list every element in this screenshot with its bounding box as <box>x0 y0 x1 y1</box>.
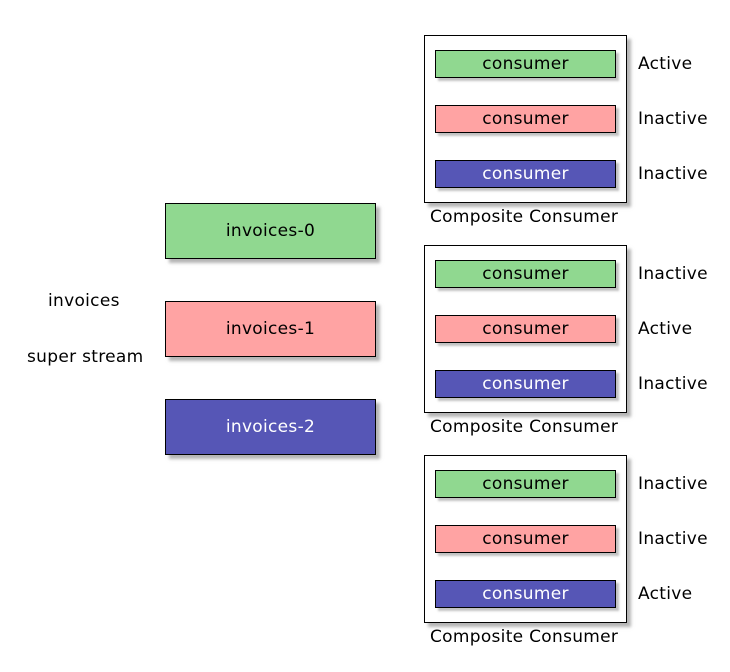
consumer-box: consumer <box>435 580 616 608</box>
consumer-label: consumer <box>482 319 569 339</box>
consumer-label: consumer <box>482 529 569 549</box>
consumer-label: consumer <box>482 474 569 494</box>
consumer-box: consumer <box>435 315 616 343</box>
consumer-status: Inactive <box>638 164 708 184</box>
consumer-status: Active <box>638 54 693 74</box>
partition-label: invoices-1 <box>225 319 316 339</box>
composite-consumer-caption: Composite Consumer <box>430 207 619 227</box>
consumer-status: Inactive <box>638 109 708 129</box>
consumer-status: Inactive <box>638 474 708 494</box>
consumer-status: Active <box>638 584 693 604</box>
partition-label: invoices-0 <box>225 221 316 241</box>
stream-type-label: super stream <box>27 347 144 367</box>
consumer-box: consumer <box>435 105 616 133</box>
composite-consumer-group-3: consumer consumer consumer Inactive Inac… <box>424 455 730 655</box>
consumer-label: consumer <box>482 264 569 284</box>
consumer-box: consumer <box>435 470 616 498</box>
consumer-label: consumer <box>482 374 569 394</box>
consumer-status: Inactive <box>638 529 708 549</box>
consumer-status: Inactive <box>638 374 708 394</box>
stream-name-label: invoices <box>48 291 120 311</box>
composite-consumer-group-2: consumer consumer consumer Inactive Acti… <box>424 245 730 445</box>
composite-consumer-group-1: consumer consumer consumer Active Inacti… <box>424 35 730 235</box>
consumer-box: consumer <box>435 370 616 398</box>
partition-invoices-0: invoices-0 <box>165 203 376 259</box>
consumer-box: consumer <box>435 260 616 288</box>
consumer-box: consumer <box>435 525 616 553</box>
consumer-label: consumer <box>482 54 569 74</box>
consumer-label: consumer <box>482 584 569 604</box>
composite-consumer-caption: Composite Consumer <box>430 627 619 647</box>
composite-consumer-caption: Composite Consumer <box>430 417 619 437</box>
partition-label: invoices-2 <box>225 417 316 437</box>
consumer-box: consumer <box>435 160 616 188</box>
partition-invoices-1: invoices-1 <box>165 301 376 357</box>
consumer-box: consumer <box>435 50 616 78</box>
partition-invoices-2: invoices-2 <box>165 399 376 455</box>
consumer-status: Active <box>638 319 693 339</box>
consumer-status: Inactive <box>638 264 708 284</box>
consumer-label: consumer <box>482 164 569 184</box>
consumer-label: consumer <box>482 109 569 129</box>
